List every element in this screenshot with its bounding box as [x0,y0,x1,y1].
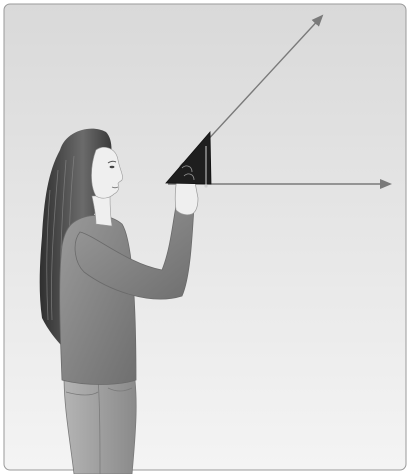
eye [110,166,115,168]
plumb-weight [204,184,207,187]
